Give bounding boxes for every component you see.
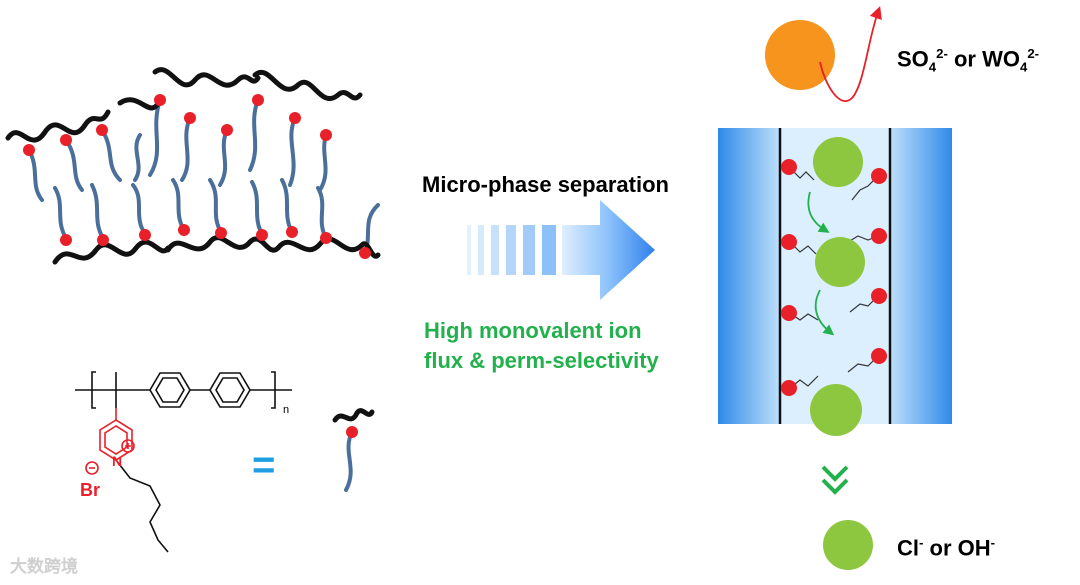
flux-label-line2: flux & perm-selectivity bbox=[424, 348, 659, 373]
polymer-network bbox=[5, 67, 381, 265]
wo-subscript: 4 bbox=[1019, 59, 1028, 75]
equals-sign: = bbox=[252, 443, 275, 487]
divalent-anion-label: SO42- or WO42- bbox=[897, 46, 1039, 75]
double-chevron-down-icon bbox=[821, 465, 849, 495]
cl-charge: - bbox=[919, 535, 924, 550]
watermark-text: 大数跨境 bbox=[10, 557, 78, 576]
monovalent-anion-label: Cl- or OH- bbox=[897, 535, 995, 561]
so-text: SO bbox=[897, 46, 929, 72]
wo-text: or WO bbox=[947, 46, 1020, 72]
so-subscript: 4 bbox=[928, 59, 937, 75]
oh-charge: - bbox=[990, 535, 996, 550]
flux-label: High monovalent ion flux & perm-selectiv… bbox=[424, 316, 659, 376]
polymer-structure bbox=[75, 371, 292, 553]
oh-text: or OH bbox=[923, 535, 991, 561]
flux-label-line1: High monovalent ion bbox=[424, 318, 642, 343]
divalent-ion bbox=[765, 6, 882, 102]
cl-text: Cl bbox=[897, 535, 919, 561]
process-arrow bbox=[467, 200, 655, 300]
wo-charge: 2- bbox=[1027, 46, 1040, 61]
micro-phase-label: Micro-phase separation bbox=[422, 172, 669, 197]
repeat-unit-icon bbox=[332, 408, 375, 492]
repeat-n-label: n bbox=[283, 404, 290, 416]
membrane-channel bbox=[718, 128, 952, 436]
bromide-label: Br bbox=[80, 480, 101, 500]
so-charge: 2- bbox=[936, 46, 948, 61]
monovalent-ion bbox=[823, 520, 873, 570]
nitrogen-atom: N bbox=[112, 453, 122, 469]
